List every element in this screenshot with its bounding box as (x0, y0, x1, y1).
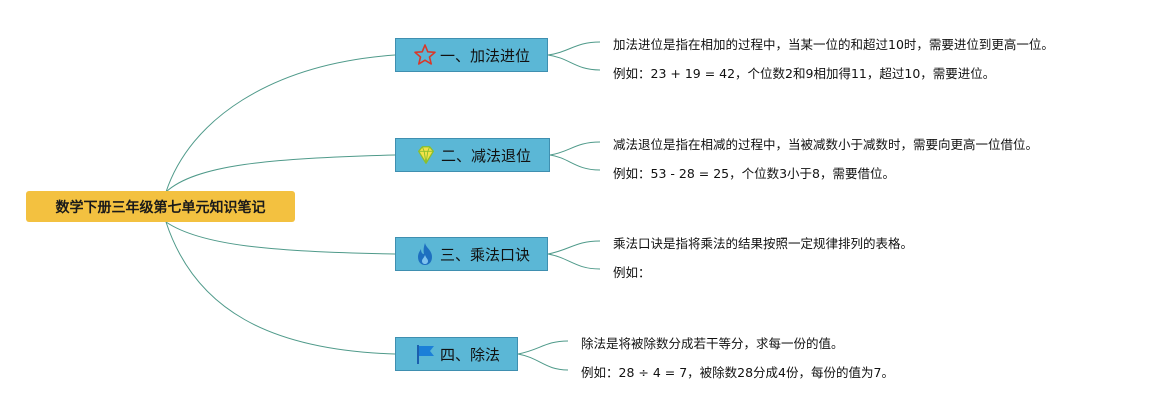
branch-topic-addition[interactable]: 一、加法进位 (395, 38, 548, 72)
note-text: 减法退位是指在相减的过程中，当被减数小于减数时，需要向更高一位借位。 (613, 137, 1039, 152)
root-topic[interactable]: 数学下册三年级第七单元知识笔记 (26, 191, 295, 222)
connector-branch-2-note-2 (549, 154, 601, 171)
branch-topic-subtraction[interactable]: 二、减法退位 (395, 138, 550, 172)
connector-branch-4-note-2 (517, 353, 569, 371)
branch-label: 一、加法进位 (439, 46, 530, 65)
connector-branch-4-note-1 (517, 340, 569, 355)
connector-root-branch-2 (165, 154, 396, 193)
connector-root-branch-4 (165, 221, 396, 355)
flame-icon (413, 242, 437, 266)
connector-branch-1-note-1 (547, 41, 601, 56)
note-text: 例如：23 + 19 = 42，个位数2和9相加得11，超过10，需要进位。 (613, 66, 996, 81)
note-text: 例如：28 ÷ 4 = 7，被除数28分成4份，每份的值为7。 (581, 365, 894, 380)
branch-label: 四、除法 (439, 345, 500, 364)
connector-branch-1-note-2 (547, 54, 601, 71)
note-text: 加法进位是指在相加的过程中，当某一位的和超过10时，需要进位到更高一位。 (613, 37, 1054, 52)
star-icon (413, 43, 437, 67)
root-topic-title: 数学下册三年级第七单元知识笔记 (55, 199, 266, 216)
branch-label: 二、减法退位 (440, 146, 531, 165)
flag-icon (413, 342, 437, 366)
connector-branch-2-note-1 (549, 141, 601, 156)
diamond-icon (414, 143, 438, 167)
connector-branch-3-note-2 (547, 253, 601, 270)
note-text: 除法是将被除数分成若干等分，求每一份的值。 (581, 336, 844, 351)
note-text: 例如： (613, 265, 651, 280)
branch-topic-multiplication[interactable]: 三、乘法口诀 (395, 237, 548, 271)
branch-topic-division[interactable]: 四、除法 (395, 337, 518, 371)
note-text: 乘法口诀是指将乘法的结果按照一定规律排列的表格。 (613, 236, 914, 251)
branch-label: 三、乘法口诀 (439, 245, 530, 264)
connector-root-branch-1 (165, 54, 396, 193)
connector-branch-3-note-1 (547, 240, 601, 255)
connector-root-branch-3 (165, 221, 396, 255)
note-text: 例如：53 - 28 = 25，个位数3小于8，需要借位。 (613, 166, 896, 181)
